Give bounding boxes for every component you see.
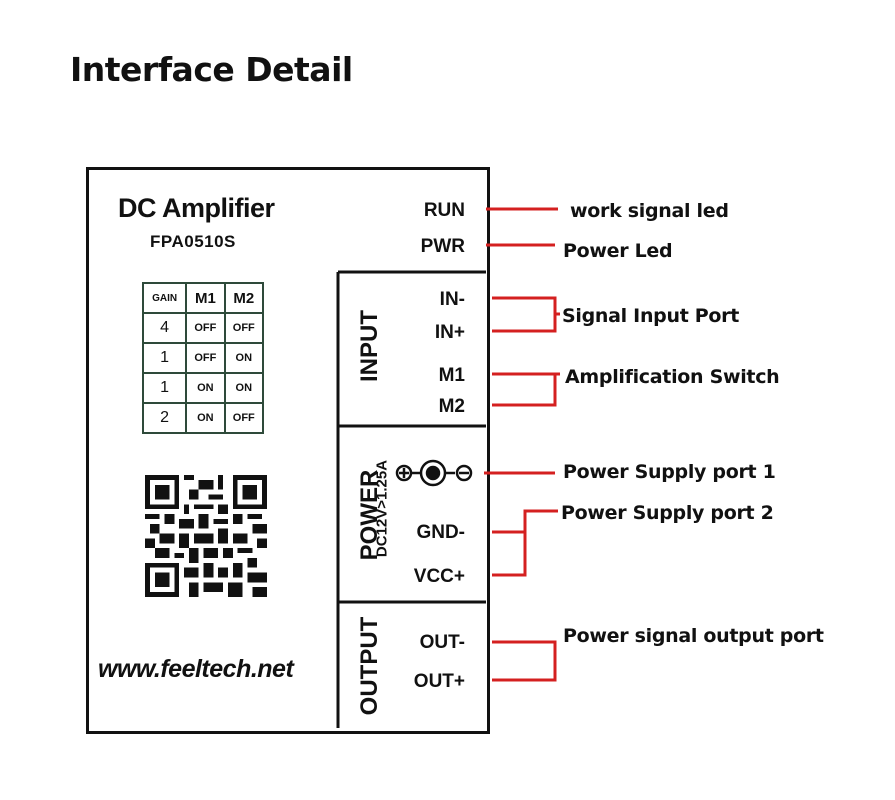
table-row: 1 OFF ON [141, 342, 265, 374]
qr-code-icon [145, 475, 267, 597]
m1-state: OFF [185, 312, 226, 344]
m2-state: ON [223, 342, 265, 374]
m2-state: ON [223, 372, 265, 404]
power-led-callout: Power Led [563, 240, 673, 262]
m1-state: ON [185, 372, 226, 404]
power-signal-output-port-callout: Power signal output port [563, 625, 824, 647]
website-url: www.feeltech.net [98, 655, 294, 683]
m2-state: OFF [223, 402, 265, 434]
m2-state: OFF [223, 312, 265, 344]
in-minus-label: IN- [439, 289, 465, 310]
module-model: FPA0510S [150, 232, 236, 251]
module-name: DC Amplifier [118, 193, 275, 223]
table-row: 2 ON OFF [141, 402, 265, 434]
m2-header: M2 [223, 282, 265, 314]
gain-value: 1 [141, 372, 188, 404]
dc-barrel-jack-icon [395, 459, 473, 487]
power-supply-port-1-callout: Power Supply port 1 [563, 461, 776, 483]
run-port-label: RUN [423, 200, 465, 221]
amplification-switch-callout: Amplification Switch [565, 366, 780, 388]
gain-table-header: GAIN M1 M2 [141, 282, 265, 314]
m1-state: OFF [185, 342, 226, 374]
input-bracket-line [492, 296, 557, 333]
gain-header: GAIN [141, 282, 188, 314]
power-port-2-bracket-line [492, 530, 527, 577]
output-bracket-line [492, 640, 557, 682]
pwr-port-label: PWR [420, 236, 465, 257]
signal-input-port-callout: Signal Input Port [562, 305, 740, 327]
table-row: 1 ON ON [141, 372, 265, 404]
gain-value: 4 [141, 312, 188, 344]
page-title: Interface Detail [70, 50, 353, 89]
power-supply-port-2-callout: Power Supply port 2 [561, 502, 774, 524]
module-board [86, 167, 490, 734]
m1-header: M1 [185, 282, 226, 314]
table-row: 4 OFF OFF [141, 312, 265, 344]
gnd-label: GND- [416, 522, 465, 543]
gain-value: 2 [141, 402, 188, 434]
gain-table: GAIN M1 M2 4 OFF OFF 1 OFF ON 1 ON ON 2 … [141, 282, 265, 434]
m1-label: M1 [438, 365, 465, 386]
gain-value: 1 [141, 342, 188, 374]
vcc-label: VCC+ [413, 566, 465, 587]
m1-state: ON [185, 402, 226, 434]
out-minus-label: OUT- [419, 632, 465, 653]
work-signal-led-callout: work signal led [570, 200, 729, 222]
in-plus-label: IN+ [434, 322, 465, 343]
switch-bracket-line [492, 372, 557, 407]
m2-label: M2 [438, 396, 465, 417]
out-plus-label: OUT+ [413, 671, 465, 692]
